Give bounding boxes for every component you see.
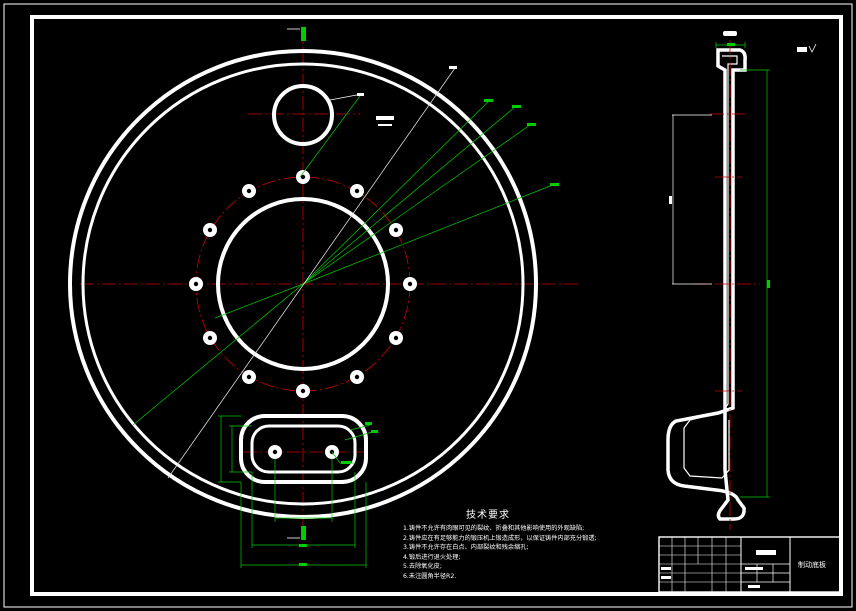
requirement-item-4: 4.锻后进行退火处理; <box>403 553 461 561</box>
dimension-leaders <box>132 95 556 568</box>
requirement-item-5: 5.去除氧化皮; <box>403 563 442 571</box>
section-view <box>666 31 817 530</box>
requirement-item-6: 6.未注圆角半径R2. <box>403 572 457 580</box>
lower-slot-inner <box>250 424 357 474</box>
section-profile-outer <box>666 48 747 521</box>
title-block <box>658 536 841 593</box>
front-view <box>68 27 580 568</box>
technical-requirements-title: 技术要求 <box>466 510 510 521</box>
technical-requirements: 技术要求 1.铸件不允许有肉眼可见的裂纹、折叠和其他影响使用的外观缺陷; 2.铸… <box>403 506 658 582</box>
requirement-item-1: 1.铸件不允许有肉眼可见的裂纹、折叠和其他影响使用的外观缺陷; <box>403 525 585 532</box>
inner-border <box>30 15 843 596</box>
part-name: 制动底板 <box>798 561 826 569</box>
lower-slot-outer <box>239 414 368 484</box>
upper-hole <box>272 84 334 146</box>
center-bore <box>216 197 390 371</box>
section-profile-inner <box>683 55 738 479</box>
requirement-item-3: 3.铸件不允许存在白点、内部裂纹和残余缩孔; <box>403 544 529 552</box>
outer-rim <box>68 49 538 519</box>
outer-border <box>3 3 853 608</box>
inner-rim <box>81 62 525 506</box>
requirement-item-2: 2.铸件应在有足够能力的锻压机上锻造成形，以保证铸件内部充分锻透; <box>403 534 597 542</box>
